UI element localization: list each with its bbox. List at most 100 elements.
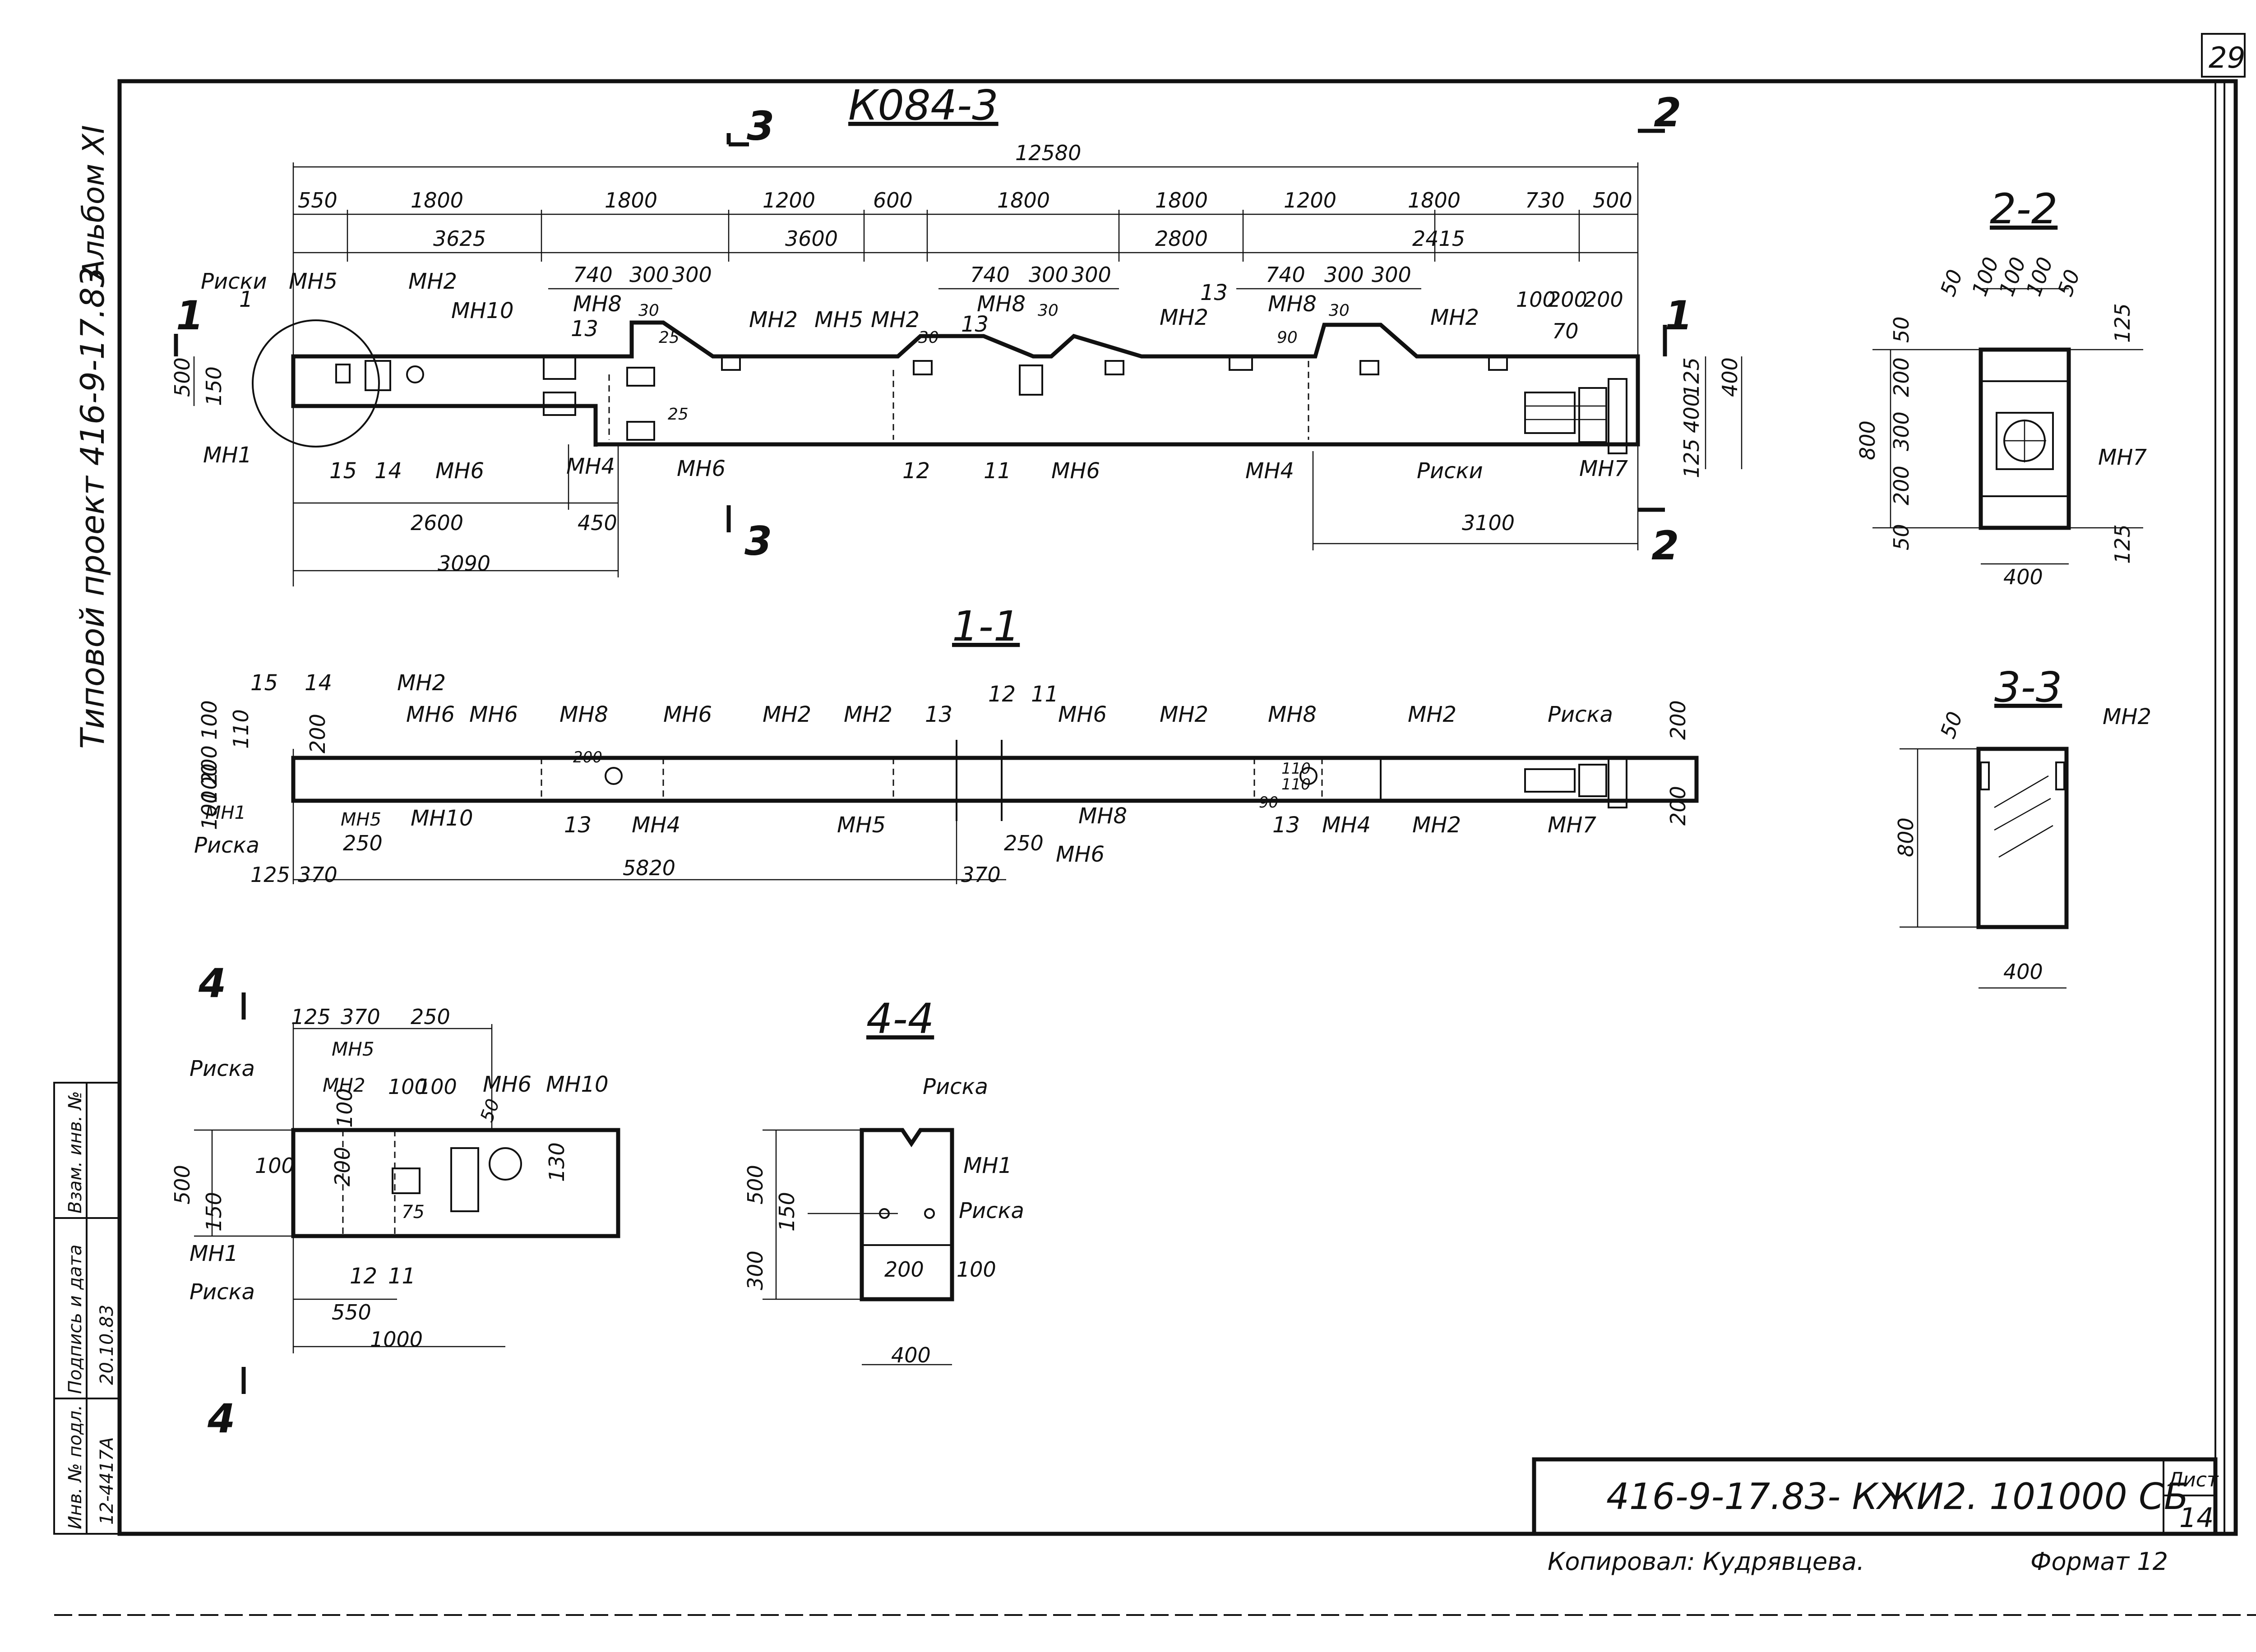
right-end-200a: 200 <box>1548 287 1587 312</box>
s22-lbl-mn7: МН7 <box>2098 445 2147 470</box>
lbl-mn4-right: МН4 <box>1245 458 1294 484</box>
s11-lbl-12: 12 <box>988 682 1016 707</box>
s11-lbl-mn8-c: МН8 <box>1078 803 1127 829</box>
d4-lbl-12: 12 <box>350 1264 377 1289</box>
sheet-frame <box>54 33 2256 1616</box>
s11-dim-left-200b: 200 <box>305 714 330 753</box>
d4-inner-50: 50 <box>476 1096 504 1125</box>
s33-dim-800: 800 <box>1894 817 1918 857</box>
d4-top-250: 250 <box>411 1005 450 1029</box>
seg-1800-b: 1800 <box>605 188 657 212</box>
s11-dim-200b: 200 <box>1666 786 1690 826</box>
s11-lbl-mn6-d: МН6 <box>1058 702 1107 727</box>
s11-dim-left-100b: 100 <box>197 790 222 830</box>
s11-lbl-15: 15 <box>250 670 278 696</box>
s11-lbl-mn2-b: МН2 <box>763 702 811 727</box>
d4-top-125: 125 <box>291 1005 331 1029</box>
s22-top-100c: 100 <box>2021 254 2058 300</box>
section-1-1-title: 1-1 <box>952 602 1020 651</box>
right-end-200b: 200 <box>1584 287 1623 312</box>
bottom-3090: 3090 <box>438 551 490 576</box>
s11-lbl-mn6-e: МН6 <box>1056 842 1105 867</box>
lbl-riski-right: Риски <box>1417 458 1483 484</box>
section-3-3: 3-3 50 800 400 МН2 <box>1894 663 2151 989</box>
s44-dim-200: 200 <box>884 1257 924 1282</box>
lbl-14: 14 <box>374 458 402 484</box>
s11-lbl-mn2: МН2 <box>397 670 446 696</box>
lbl-11: 11 <box>984 458 1011 484</box>
s11-lbl-13-b: 13 <box>564 812 592 838</box>
lbl-mn6-mid: МН6 <box>677 456 726 481</box>
s11-dim-125: 125 <box>250 863 290 887</box>
lbl-mn8-b: МН8 <box>977 291 1026 317</box>
s22-right-125b: 125 <box>2110 524 2135 564</box>
sheet-number: 14 <box>2179 1502 2214 1534</box>
lbl-mn8-c: МН8 <box>1268 291 1317 317</box>
s33-lbl-mn2: МН2 <box>2103 704 2151 729</box>
s22-right-125a: 125 <box>2110 303 2135 343</box>
notch3-300b: 300 <box>1372 263 1411 287</box>
d4-lbl-mn1: МН1 <box>190 1241 238 1266</box>
s44-lbl-riska: Риска <box>959 1198 1024 1223</box>
lbl-mn6-left: МН6 <box>435 458 484 484</box>
lbl-mn4-left: МН4 <box>566 454 615 479</box>
s22-left-800: 800 <box>1855 420 1880 460</box>
s44-dim-500: 500 <box>743 1165 767 1204</box>
d4-lbl-riska-bottom: Риска <box>190 1279 255 1305</box>
s11-lbl-mn2-e: МН2 <box>1408 702 1456 727</box>
s11-dim-200c: 200 <box>573 748 602 766</box>
s11-dim-200a: 200 <box>1666 700 1690 740</box>
lbl-13-c: 13 <box>1200 280 1228 305</box>
d4-inner-200: 200 <box>330 1147 355 1186</box>
right-v-125a: 125 <box>1679 357 1704 397</box>
small-30d: 30 <box>1329 301 1350 320</box>
s44-lbl-riska-top: Риска <box>923 1074 988 1099</box>
small-25b: 25 <box>668 405 689 424</box>
s22-top-50b: 50 <box>2053 266 2085 299</box>
d4-lbl-mn5: МН5 <box>332 1038 374 1060</box>
small-30a: 30 <box>638 301 659 320</box>
notch3-740: 740 <box>1266 263 1305 287</box>
cut3-bottom: 3 <box>744 518 772 564</box>
seg-1800-d: 1800 <box>1155 188 1208 212</box>
cut1-left: 1 <box>176 292 203 339</box>
d4-inner-100b: 100 <box>417 1075 457 1099</box>
s33-dim-400: 400 <box>2003 960 2043 984</box>
lbl-12: 12 <box>902 458 930 484</box>
s11-dim-left-200a: 200 <box>197 745 222 785</box>
s11-lbl-mn5: МН5 <box>341 809 381 830</box>
section-1-1: 1-1 15 14 МН2 МН6 МН6 МН8 МН6 МН2 МН2 13… <box>194 602 1699 887</box>
lbl-1: 1 <box>239 287 253 312</box>
title-block <box>1532 1457 2218 1536</box>
drawing-code: 416-9-17.83- КЖИ2. 101000 СБ <box>1606 1476 2189 1518</box>
format-label: Формат 12 <box>2030 1547 2168 1576</box>
s22-top-50a: 50 <box>1936 266 1968 299</box>
small-30c: 30 <box>1038 301 1059 320</box>
lbl-13-b: 13 <box>961 312 989 337</box>
d4-inner-130: 130 <box>545 1142 569 1182</box>
left-v-150: 150 <box>202 366 226 406</box>
seg-550: 550 <box>298 188 337 212</box>
d4-left-150: 150 <box>202 1192 226 1232</box>
s11-lbl-mn2-c: МН2 <box>844 702 892 727</box>
seg-500: 500 <box>1593 188 1632 212</box>
lbl-mn2-d: МН2 <box>1160 305 1208 330</box>
lbl-15: 15 <box>329 458 357 484</box>
project-label: Типовой проект 416-9-17.83 <box>74 267 111 749</box>
s44-dim-300: 300 <box>743 1251 767 1290</box>
s22-width-400: 400 <box>2003 565 2043 589</box>
s22-left-50a: 50 <box>1889 316 1914 343</box>
notch3-300a: 300 <box>1324 263 1364 287</box>
seg-1800-a: 1800 <box>411 188 463 212</box>
s11-dim-left-110: 110 <box>229 709 253 749</box>
stamp-inv-value: 12-4417А <box>97 1437 117 1525</box>
main-view: К084-3 12580 550 1800 1800 1200 600 1800… <box>170 81 1743 586</box>
s11-dim-110a: 110 <box>1281 760 1311 778</box>
right-v-125b: 125 <box>1679 438 1704 478</box>
notch2-300a: 300 <box>1029 263 1068 287</box>
d4-inner-100d: 100 <box>255 1154 295 1178</box>
right-end-100: 100 <box>1516 287 1556 312</box>
approval-stamp <box>53 1082 120 1535</box>
bottom-450: 450 <box>578 511 617 535</box>
